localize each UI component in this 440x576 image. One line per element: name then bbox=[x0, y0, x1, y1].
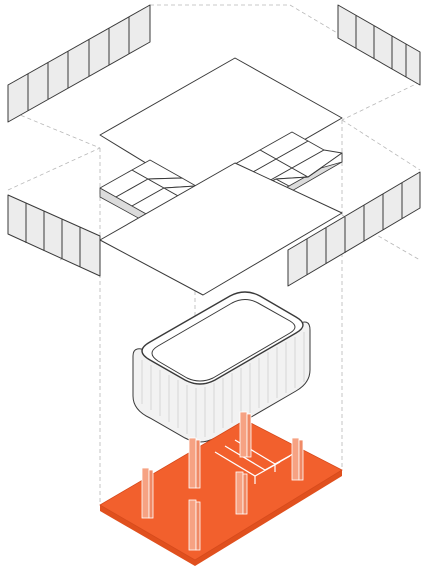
enclosure-rim bbox=[141, 291, 304, 385]
enclosure-ribs bbox=[141, 332, 305, 438]
facade-panels-upper-right bbox=[337, 4, 421, 86]
guide-left-diagonal bbox=[7, 109, 101, 149]
post-4 bbox=[235, 471, 248, 515]
guide-mid-right bbox=[341, 119, 421, 171]
vertical-posts bbox=[141, 411, 304, 551]
rounded-enclosure bbox=[132, 291, 311, 443]
facade-panels-lower-left bbox=[7, 194, 101, 277]
base-slab bbox=[99, 419, 343, 566]
post-6 bbox=[291, 437, 304, 481]
post-3 bbox=[188, 499, 201, 551]
guide-right-diagonal bbox=[341, 81, 421, 121]
post-2 bbox=[188, 437, 201, 489]
post-1 bbox=[141, 467, 154, 519]
facade-panels-upper-left bbox=[7, 4, 151, 123]
guide-mid-left bbox=[7, 147, 101, 191]
facade-panels-lower-right bbox=[287, 171, 421, 287]
post-5 bbox=[239, 411, 252, 458]
floor-plane bbox=[99, 162, 343, 296]
